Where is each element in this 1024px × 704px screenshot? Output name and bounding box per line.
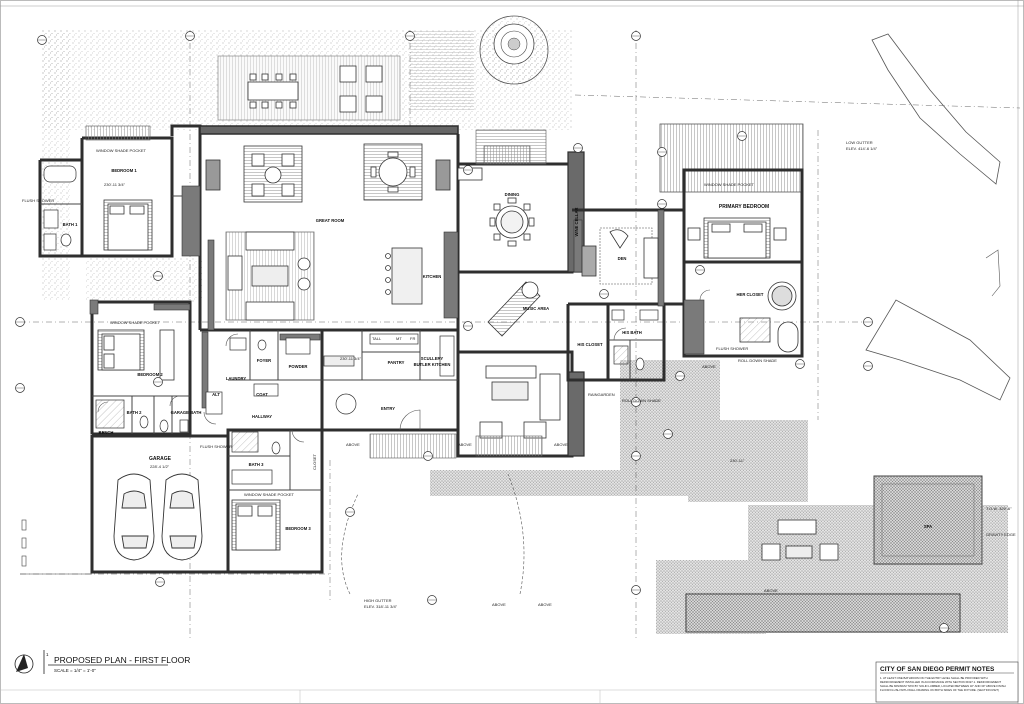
label-hallway: HALLWAY xyxy=(252,414,272,419)
grid-markers xyxy=(15,31,949,633)
callout-above-1: ABOVE xyxy=(346,442,360,447)
room-labels: GREAT ROOM KITCHEN DINING MUSIC AREA DEN… xyxy=(63,168,933,531)
permit-note-line-1: 1. AT LEAST ONE BATHROOM ON THE ENTRY LE… xyxy=(880,676,988,680)
callout-roll-down-2: ROLL DOWN SHADE xyxy=(622,398,661,403)
bath-fixtures xyxy=(43,165,659,485)
callout-gravity-edge: GRAVITY EDGE xyxy=(986,532,1016,537)
label-pantry: PANTRY xyxy=(388,360,405,365)
callout-window-shade-1: WINDOW SHADE POCKET xyxy=(96,148,147,153)
label-bench: BENCH xyxy=(99,430,114,435)
callout-above-6: ABOVE xyxy=(538,602,552,607)
callout-fr: FR xyxy=(410,336,415,341)
callout-roll-down-1: ROLL DOWN SHADE xyxy=(738,358,777,363)
label-scullery: SCULLERY xyxy=(421,356,444,361)
dim-spa: 230'-11" xyxy=(730,458,745,463)
callout-low-gutter-elev: ELEV. 414'-6 1/4" xyxy=(846,146,878,151)
label-his-closet: HIS CLOSET xyxy=(577,342,603,347)
callout-window-shade-3: WINDOW SHADE POCKET xyxy=(244,492,295,497)
drawing-title: PROPOSED PLAN - FIRST FLOOR xyxy=(54,655,190,665)
label-den: DEN xyxy=(618,256,627,261)
title-block: 1 PROPOSED PLAN - FIRST FLOOR SCALE = 1/… xyxy=(0,650,1018,704)
label-primary-bedroom: PRIMARY BEDROOM xyxy=(719,204,769,210)
callout-t-o-wall: T.O.W. 329'-6" xyxy=(986,506,1012,511)
stairs xyxy=(85,125,547,459)
callout-window-shade-4: WINDOW SHADE POCKET xyxy=(704,182,755,187)
garage-cars xyxy=(113,473,203,561)
label-powder: POWDER xyxy=(289,364,308,369)
dim-garage: 228'-4 1/2" xyxy=(150,464,170,469)
callout-above-4: ABOVE xyxy=(702,364,716,369)
callout-flush-shower-3: FLUSH SHOWER xyxy=(716,346,748,351)
callout-above-3: ABOVE xyxy=(554,442,568,447)
callout-window-shade-2: WINDOW SHADE POCKET xyxy=(110,320,161,325)
kitchen-counters xyxy=(205,333,455,415)
callout-high-gutter-elev: ELEV. 318'-11 3/4" xyxy=(364,604,398,609)
drawing-scale: SCALE = 1/4" = 1'-0" xyxy=(54,668,96,673)
interior-walls xyxy=(89,185,705,409)
permit-note-line-3: SHALL BE MINIMUM TWO BY SOLID LUMBER, LO… xyxy=(880,684,1006,688)
label-butler-kitchen: BUTLER KITCHEN xyxy=(414,362,451,367)
patio-furniture xyxy=(247,65,839,561)
callout-flush-shower-2: FLUSH SHOWER xyxy=(200,444,232,449)
label-bath-2: BATH 2 xyxy=(127,410,142,415)
sheet-number: 1 xyxy=(46,652,49,657)
label-his-bath: HIS BATH xyxy=(622,330,641,335)
great-room-furniture xyxy=(205,143,451,321)
label-bath-3: BATH 3 xyxy=(249,462,264,467)
label-alt: ALT xyxy=(212,392,220,397)
label-wine-cellar: WINE CELLAR xyxy=(574,207,579,236)
callout-raingarden: RAINGARDEN xyxy=(588,392,615,397)
label-coat: COAT xyxy=(256,392,268,397)
permit-notes-title: CITY OF SAN DIEGO PERMIT NOTES xyxy=(880,666,995,673)
door-swings xyxy=(97,289,711,595)
label-entry: ENTRY xyxy=(381,406,395,411)
label-bedroom-3: BEDROOM 3 xyxy=(285,526,311,531)
permit-note-line-4: FLOOR FLUSH WITH WALL FRAMING ON BOTH SI… xyxy=(880,688,999,692)
permit-notes-box: CITY OF SAN DIEGO PERMIT NOTES 1. AT LEA… xyxy=(875,661,1019,703)
callouts: WINDOW SHADE POCKET WINDOW SHADE POCKET … xyxy=(22,140,1016,609)
label-bedroom-2: BEDROOM 2 xyxy=(137,372,163,377)
label-laundry: LAUNDRY xyxy=(226,376,247,381)
callout-closet: CLOSET xyxy=(312,453,317,470)
permit-note-line-2: REINFORCEMENT INSTALLED IN ACCORDANCE WI… xyxy=(880,680,1001,684)
callout-high-gutter: HIGH GUTTER xyxy=(364,598,392,603)
left-markers xyxy=(20,519,92,575)
primary-bedroom-furniture xyxy=(687,217,799,353)
label-foyer: FOYER xyxy=(257,358,271,363)
dim-bedroom1: 230'-11 3/4" xyxy=(104,182,126,187)
callout-flush-shower-1: FLUSH SHOWER xyxy=(22,198,54,203)
dining-furniture xyxy=(457,167,561,439)
callout-tall: TALL xyxy=(372,336,382,341)
label-her-closet: HER CLOSET xyxy=(737,292,764,297)
label-spa: SPA xyxy=(924,524,932,529)
label-bath-1: BATH 1 xyxy=(63,222,78,227)
partitions xyxy=(40,195,664,491)
callout-above-7: ABOVE xyxy=(764,588,778,593)
label-music-area: MUSIC AREA xyxy=(523,306,549,311)
den-furniture xyxy=(581,227,659,285)
callout-mt: MT xyxy=(396,336,402,341)
callout-above-5: ABOVE xyxy=(492,602,506,607)
callout-low-gutter: LOW GUTTER xyxy=(846,140,873,145)
north-arrow-pointer-icon xyxy=(16,654,28,672)
label-dining: DINING xyxy=(505,192,520,197)
callout-above-2: ABOVE xyxy=(458,442,472,447)
dim-great: 230'-11 3/4" xyxy=(340,356,362,361)
label-garage: GARAGE xyxy=(149,456,172,462)
label-garage-bath: GARAGE BATH xyxy=(171,410,202,415)
label-kitchen: KITCHEN xyxy=(423,274,442,279)
label-great-room: GREAT ROOM xyxy=(316,218,345,223)
bedroom-furniture xyxy=(97,199,281,551)
label-bedroom-1: BEDROOM 1 xyxy=(111,168,137,173)
